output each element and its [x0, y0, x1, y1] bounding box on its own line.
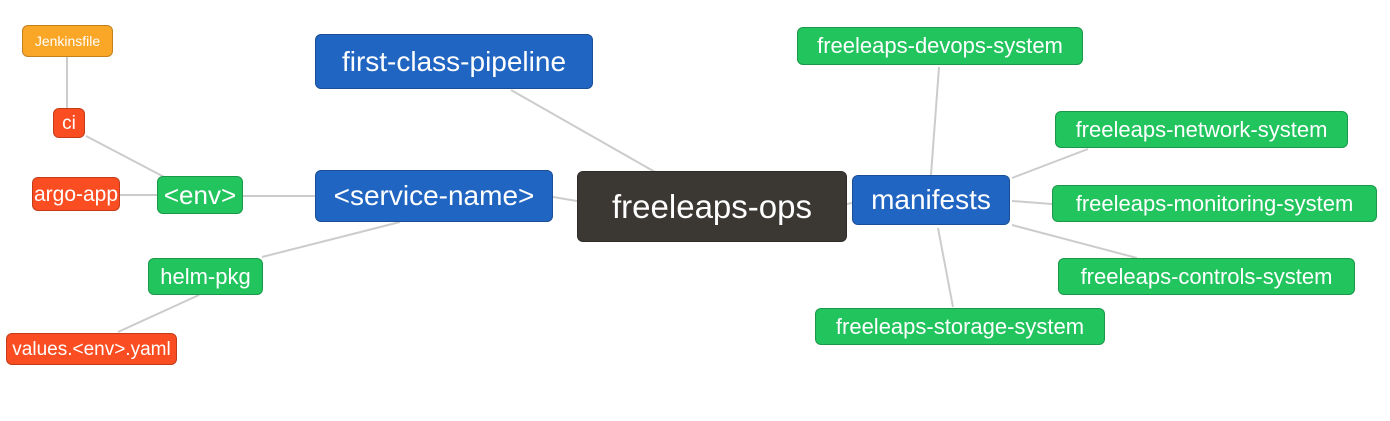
edge-devops-system-manifests — [930, 66, 940, 176]
edge-manifests-network-system — [1011, 148, 1089, 179]
node-label: freeleaps-controls-system — [1080, 263, 1333, 289]
node-label: first-class-pipeline — [341, 45, 567, 77]
node-label: freeleaps-devops-system — [817, 33, 1063, 58]
node-devops-system[interactable]: freeleaps-devops-system — [797, 27, 1083, 65]
node-controls-system[interactable]: freeleaps-controls-system — [1058, 258, 1355, 295]
node-label: ci — [62, 112, 76, 134]
edge-manifests-storage-system — [937, 227, 954, 308]
node-env[interactable]: <env> — [157, 176, 243, 214]
node-label: <env> — [163, 180, 237, 210]
node-label: values.<env>.yaml — [12, 338, 171, 360]
node-service-name[interactable]: <service-name> — [315, 170, 553, 222]
node-jenkinsfile[interactable]: Jenkinsfile — [22, 25, 113, 57]
node-monitoring-system[interactable]: freeleaps-monitoring-system — [1052, 185, 1377, 222]
edge-manifests-controls-system — [1011, 224, 1138, 259]
node-label: freeleaps-monitoring-system — [1075, 190, 1354, 216]
edge-values-env-yaml-helm-pkg — [117, 294, 200, 333]
node-label: argo-app — [33, 182, 119, 206]
node-label: <service-name> — [333, 180, 535, 211]
node-first-class-pipeline[interactable]: first-class-pipeline — [315, 34, 593, 89]
edge-freeleaps-ops-manifests — [846, 202, 853, 205]
edge-manifests-monitoring-system — [1011, 200, 1053, 205]
node-network-system[interactable]: freeleaps-network-system — [1055, 111, 1348, 148]
node-label: helm-pkg — [160, 263, 251, 289]
edge-service-name-freeleaps-ops — [552, 196, 578, 202]
node-helm-pkg[interactable]: helm-pkg — [148, 258, 263, 295]
node-storage-system[interactable]: freeleaps-storage-system — [815, 308, 1105, 345]
node-label: freeleaps-storage-system — [835, 313, 1085, 339]
node-label: freeleaps-ops — [612, 188, 812, 225]
node-manifests[interactable]: manifests — [852, 175, 1010, 225]
node-label: freeleaps-network-system — [1075, 116, 1328, 142]
node-label: Jenkinsfile — [34, 33, 101, 49]
node-ci[interactable]: ci — [53, 108, 85, 138]
edge-ci-env — [85, 135, 169, 180]
node-argo-app[interactable]: argo-app — [32, 177, 120, 211]
node-values-env-yaml[interactable]: values.<env>.yaml — [6, 333, 177, 365]
edge-helm-pkg-service-name — [261, 221, 401, 258]
node-freeleaps-ops[interactable]: freeleaps-ops — [577, 171, 847, 242]
edge-first-class-pipeline-freeleaps-ops — [510, 89, 656, 173]
node-label: manifests — [871, 184, 991, 215]
